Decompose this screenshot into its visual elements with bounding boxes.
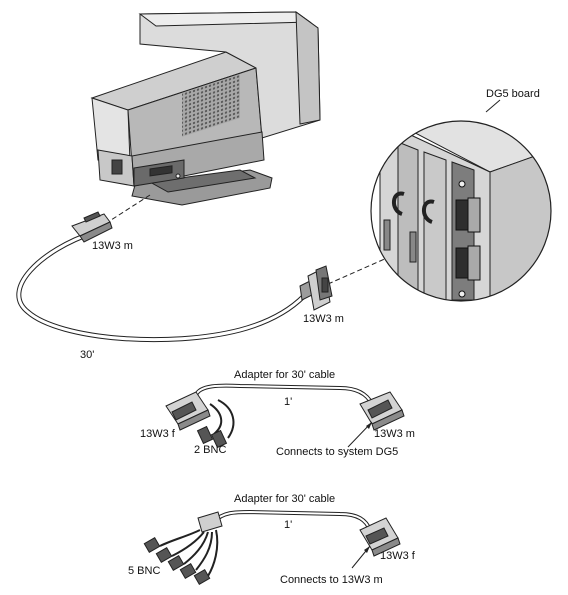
monitor-connector-label: 13W3 m	[92, 240, 133, 252]
adapter-2-bnc-leads	[159, 529, 219, 577]
adapter-2-13w3-f-connector	[359, 517, 401, 557]
adapter-2-right-connector-label: 13W3 f	[380, 550, 415, 562]
main-cable	[16, 194, 406, 343]
far-connector-label: 13W3 m	[303, 313, 344, 325]
adapter-1	[165, 383, 405, 449]
dg5-board-label: DG5 board	[486, 88, 540, 100]
adapter-1-right-connector-label: 13W3 m	[374, 428, 415, 440]
adapter-2	[143, 509, 401, 586]
monitor	[90, 10, 321, 206]
adapter-1-length: 1'	[284, 396, 293, 408]
adapter-1-13w3-f-connector	[165, 391, 211, 431]
adapter-1-title: Adapter for 30' cable	[234, 369, 336, 381]
adapter-2-length: 1'	[284, 519, 293, 531]
adapter-1-note: Connects to system DG5	[276, 446, 399, 458]
adapter-2-note: Connects to 13W3 m	[280, 574, 383, 586]
connector-13w3-far	[299, 265, 333, 311]
adapter-1-bnc-leads	[209, 399, 235, 439]
adapter-1-left-connector-label: 13W3 f	[140, 428, 175, 440]
adapter-1-13w3-m-connector	[359, 391, 405, 431]
cable-length-label: 30'	[80, 349, 95, 361]
adapter-2-bnc-label: 5 BNC	[128, 565, 161, 577]
connector-13w3-monitor	[71, 211, 113, 243]
adapter-2-breakout	[197, 511, 223, 533]
adapter-2-title: Adapter for 30' cable	[234, 493, 336, 505]
dg5-board-closeup	[370, 99, 552, 302]
adapter-1-bnc-label: 2 BNC	[194, 444, 227, 456]
